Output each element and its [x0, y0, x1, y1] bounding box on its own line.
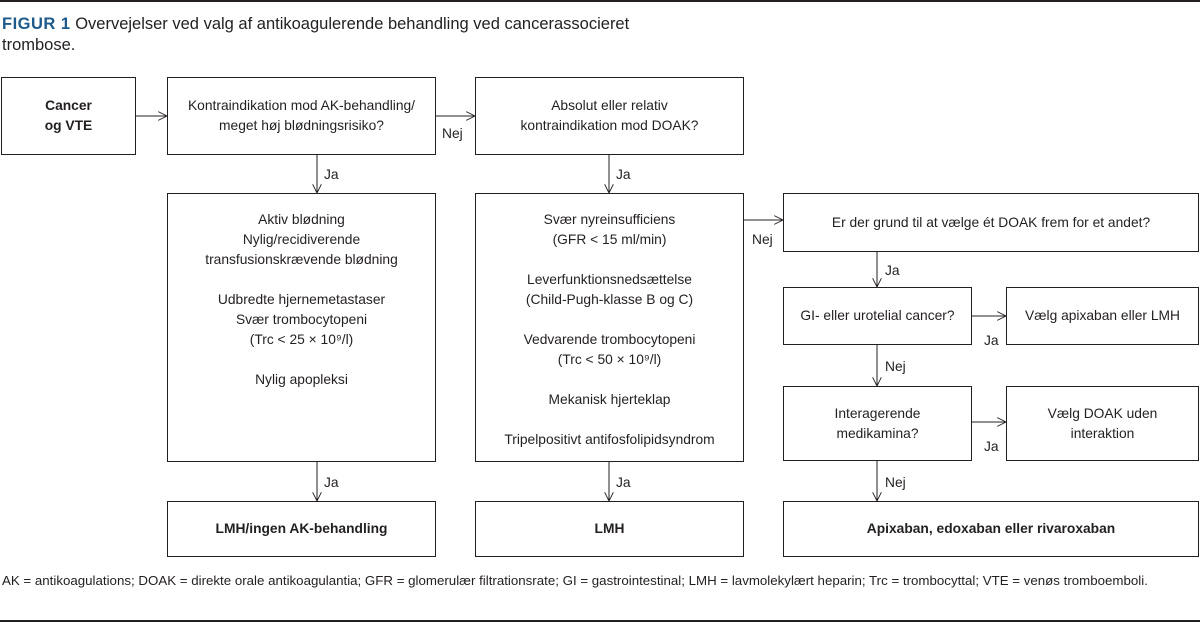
edge-label-q4-no: Nej: [885, 359, 906, 374]
node-q3: Er der grund til at vælge ét DOAK frem f…: [783, 193, 1199, 252]
figure-label: FIGUR 1: [2, 15, 71, 33]
node-q1: Kontraindikation mod AK-behandling/meget…: [167, 77, 436, 155]
edge-label-q5-yes: Ja: [984, 439, 999, 454]
node-end-lmh: LMH: [475, 501, 744, 557]
bottom-rule: [0, 620, 1200, 622]
edge-label-q3-yes: Ja: [885, 263, 900, 278]
top-rule: [0, 0, 1200, 2]
edge-label-q4-yes: Ja: [984, 333, 999, 348]
node-contra-doak: Svær nyreinsufficiens (GFR < 15 ml/min) …: [475, 193, 744, 462]
edge-label-contraak-yes: Ja: [324, 475, 339, 490]
edge-label-q2-yes: Ja: [616, 167, 631, 182]
figure-title: Overvejelser ved valg af antikoagulerend…: [2, 15, 630, 54]
node-end-doak: Apixaban, edoxaban eller rivaroxaban: [783, 501, 1199, 557]
node-contra-ak: Aktiv blødning Nylig/recidiverende trans…: [167, 193, 436, 462]
edge-label-q1-yes: Ja: [324, 167, 339, 182]
node-q4: GI- eller urotelial cancer?: [783, 287, 972, 345]
node-end-lmh-no-ak: LMH/ingen AK-behandling: [167, 501, 436, 557]
edge-label-contradoak-yes: Ja: [616, 475, 631, 490]
edge-label-doak-no: Nej: [752, 232, 773, 247]
figure-caption: FIGUR 1 Overvejelser ved valg af antikoa…: [2, 14, 702, 56]
node-result-apixaban-lmh: Vælg apixaban eller LMH: [1006, 287, 1199, 345]
edge-label-q5-no: Nej: [885, 475, 906, 490]
footnote: AK = antikoagulations; DOAK = direkte or…: [2, 573, 1148, 588]
edge-label-q1-no: Nej: [442, 126, 463, 141]
